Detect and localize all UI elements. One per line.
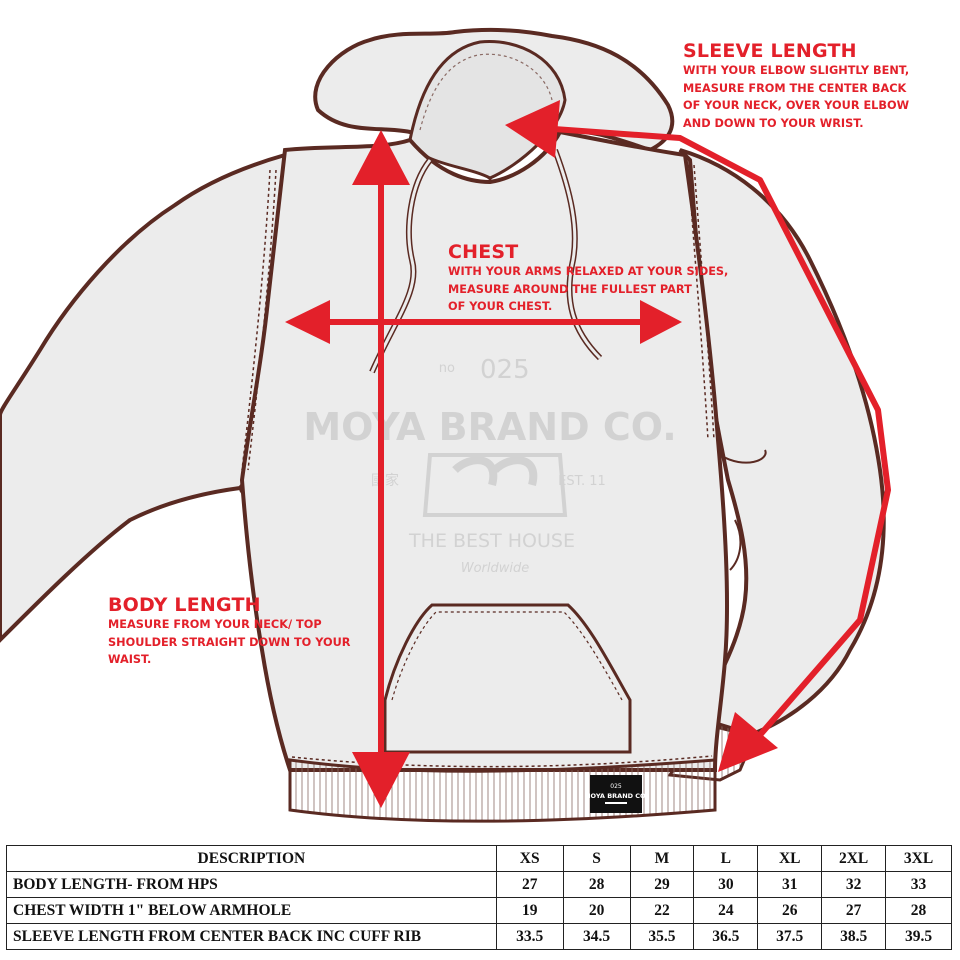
size-value: 26 (757, 897, 823, 924)
size-value: 27 (821, 897, 887, 924)
sleeve-length-heading: SLEEVE LENGTH (683, 40, 857, 62)
body-length-heading: BODY LENGTH (108, 594, 261, 616)
header-size: S (562, 845, 631, 872)
row-description: SLEEVE LENGTH FROM CENTER BACK INC CUFF … (6, 923, 497, 950)
svg-text:025: 025 (480, 355, 530, 385)
table-row: SLEEVE LENGTH FROM CENTER BACK INC CUFF … (6, 923, 952, 950)
table-row: CHEST WIDTH 1" BELOW ARMHOLE 19 20 22 24… (6, 897, 952, 924)
table-row: BODY LENGTH- FROM HPS 27 28 29 30 31 32 … (6, 871, 952, 898)
table-header-row: DESCRIPTION XS S M L XL 2XL 3XL (6, 845, 952, 872)
size-value: 33 (885, 871, 952, 898)
svg-text:MOYA BRAND CO.: MOYA BRAND CO. (584, 792, 648, 800)
size-value: 37.5 (757, 923, 823, 950)
chest-heading: CHEST (448, 241, 519, 263)
right-sleeve (678, 148, 886, 738)
header-size: XL (757, 845, 823, 872)
hoodie-body (239, 129, 730, 772)
size-value: 32 (821, 871, 887, 898)
size-value: 33.5 (495, 923, 564, 950)
body-length-callout: BODY LENGTH MEASURE FROM YOUR NECK/ TOP … (108, 594, 388, 669)
header-size: 2XL (821, 845, 887, 872)
sleeve-length-instructions: WITH YOUR ELBOW SLIGHTLY BENT, MEASURE F… (683, 64, 910, 130)
kangaroo-pocket (383, 603, 632, 754)
size-chart-table: DESCRIPTION XS S M L XL 2XL 3XL BODY LEN… (6, 845, 952, 950)
size-value: 35.5 (629, 923, 695, 950)
svg-text:國家: 國家 (371, 472, 399, 489)
svg-text:Worldwide: Worldwide (461, 561, 530, 576)
svg-text:MOYA BRAND CO.: MOYA BRAND CO. (303, 405, 676, 449)
header-size: XS (495, 845, 564, 872)
size-value: 36.5 (693, 923, 759, 950)
hem-label: 025 MOYA BRAND CO. (584, 775, 648, 813)
size-value: 34.5 (562, 923, 631, 950)
size-value: 29 (629, 871, 695, 898)
svg-text:025: 025 (610, 783, 622, 790)
header-size: 3XL (885, 845, 952, 872)
header-size: L (693, 845, 759, 872)
chest-callout: CHEST WITH YOUR ARMS RELAXED AT YOUR SID… (448, 241, 748, 316)
header-size: M (629, 845, 695, 872)
hood-opening (408, 40, 567, 180)
body-length-instructions: MEASURE FROM YOUR NECK/ TOP SHOULDER STR… (108, 618, 351, 666)
row-description: BODY LENGTH- FROM HPS (6, 871, 497, 898)
size-value: 20 (562, 897, 631, 924)
chest-print-graphic: no 025 MOYA BRAND CO. 國家 EST. 11 THE BES… (303, 355, 676, 576)
svg-text:THE BEST HOUSE: THE BEST HOUSE (408, 530, 575, 552)
chest-arrow (285, 300, 682, 344)
header-description: DESCRIPTION (6, 845, 497, 872)
svg-text:no: no (439, 361, 455, 376)
size-value: 38.5 (821, 923, 887, 950)
size-value: 31 (757, 871, 823, 898)
size-value: 22 (629, 897, 695, 924)
sleeve-length-callout: SLEEVE LENGTH WITH YOUR ELBOW SLIGHTLY B… (683, 40, 958, 132)
body-length-arrow (352, 130, 410, 808)
sleeve-length-arrow (505, 100, 891, 772)
hoodie-diagram: no 025 MOYA BRAND CO. 國家 EST. 11 THE BES… (0, 27, 891, 823)
size-value: 28 (885, 897, 952, 924)
size-value: 19 (495, 897, 564, 924)
chest-instructions: WITH YOUR ARMS RELAXED AT YOUR SIDES, ME… (448, 265, 729, 313)
size-value: 24 (693, 897, 759, 924)
size-value: 28 (562, 871, 631, 898)
left-sleeve (0, 152, 293, 643)
row-description: CHEST WIDTH 1" BELOW ARMHOLE (6, 897, 497, 924)
size-value: 39.5 (885, 923, 952, 950)
size-value: 30 (693, 871, 759, 898)
size-value: 27 (495, 871, 564, 898)
svg-text:EST. 11: EST. 11 (558, 474, 606, 489)
